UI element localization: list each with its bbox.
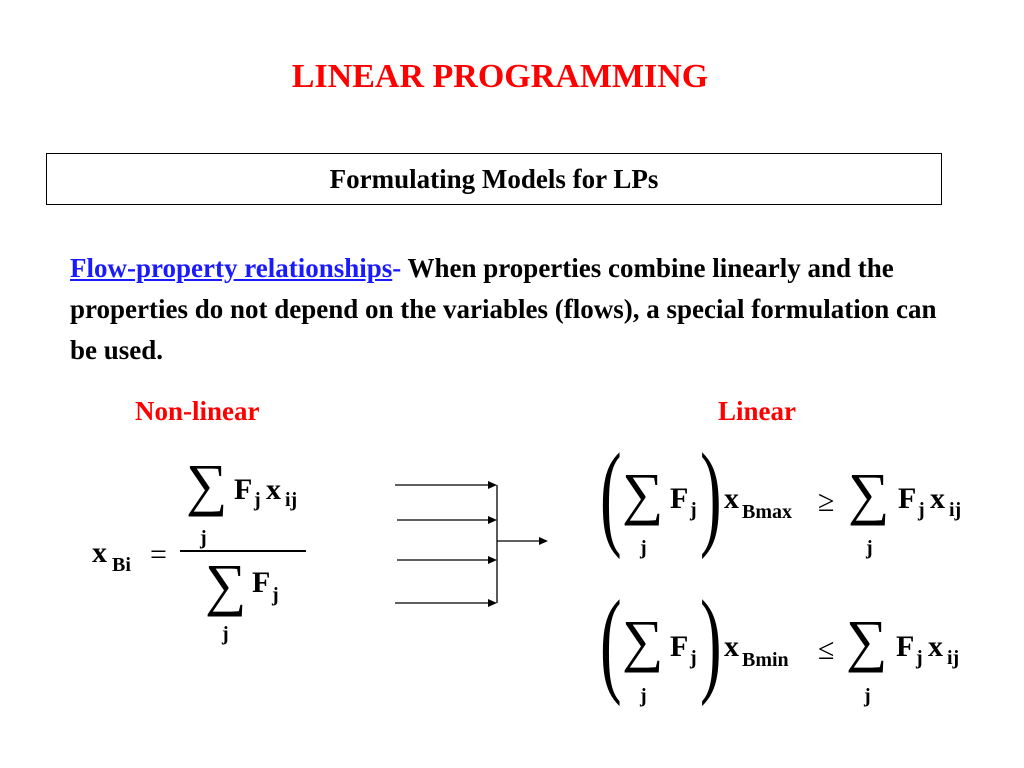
right-paren: )	[700, 429, 722, 560]
description-paragraph: Flow-property relationships- When proper…	[70, 248, 950, 371]
sum-index-j: j	[864, 685, 871, 707]
subtitle: Formulating Models for LPs	[329, 163, 659, 194]
var-F: F	[896, 630, 915, 663]
left-paren: (	[600, 576, 622, 707]
left-paren: (	[600, 429, 622, 560]
var-F: F	[670, 482, 689, 515]
sub-j: j	[690, 647, 697, 669]
sub-Bi: Bi	[112, 554, 131, 576]
equals-sign: =	[150, 538, 167, 571]
sum-symbol: ∑	[848, 461, 890, 526]
arrow-output	[497, 537, 548, 545]
sub-j: j	[918, 499, 925, 521]
var-x: x	[92, 536, 107, 569]
var-x: x	[724, 630, 739, 663]
arrow-2	[397, 516, 497, 524]
right-paren: )	[700, 576, 722, 707]
description-text: When properties combine linearly and the…	[70, 253, 937, 365]
linear-heading: Linear	[718, 396, 796, 426]
var-F: F	[234, 473, 253, 506]
sum-symbol: ∑	[622, 608, 664, 673]
var-x: x	[266, 473, 281, 506]
var-x: x	[930, 482, 945, 515]
arrow-3	[397, 556, 497, 564]
sub-j: j	[254, 489, 261, 511]
sum-symbol: ∑	[846, 608, 888, 673]
sum-index-j: j	[200, 527, 207, 549]
arrow-4	[395, 599, 497, 607]
sum-symbol: ∑	[622, 461, 664, 526]
sum-index-j: j	[640, 537, 647, 559]
flow-property-link[interactable]: Flow-property relationships	[70, 253, 393, 283]
sub-Bmin: Bmin	[742, 649, 789, 671]
var-x: x	[724, 482, 739, 515]
sub-j: j	[690, 499, 697, 521]
sub-ij: ij	[947, 647, 960, 669]
var-F: F	[252, 566, 271, 599]
sum-symbol: ∑	[205, 552, 247, 617]
sub-ij: ij	[949, 499, 962, 521]
var-F: F	[898, 482, 917, 515]
geq-sign: ≥	[818, 485, 835, 518]
sub-j: j	[916, 647, 923, 669]
leq-sign: ≤	[818, 633, 835, 666]
sum-index-j: j	[866, 537, 873, 559]
sub-ij: ij	[285, 489, 298, 511]
arrow-1	[395, 481, 497, 489]
sub-j: j	[272, 584, 279, 606]
var-x: x	[928, 630, 943, 663]
link-dash: -	[392, 253, 402, 283]
sub-Bmax: Bmax	[742, 501, 792, 523]
slide-title: LINEAR PROGRAMMING	[291, 58, 709, 95]
sum-index-j: j	[640, 685, 647, 707]
sum-symbol: ∑	[186, 452, 228, 517]
subtitle-box: Formulating Models for LPs	[46, 153, 942, 205]
nonlinear-heading: Non-linear	[135, 396, 260, 426]
var-F: F	[670, 630, 689, 663]
sum-index-j: j	[222, 623, 229, 645]
